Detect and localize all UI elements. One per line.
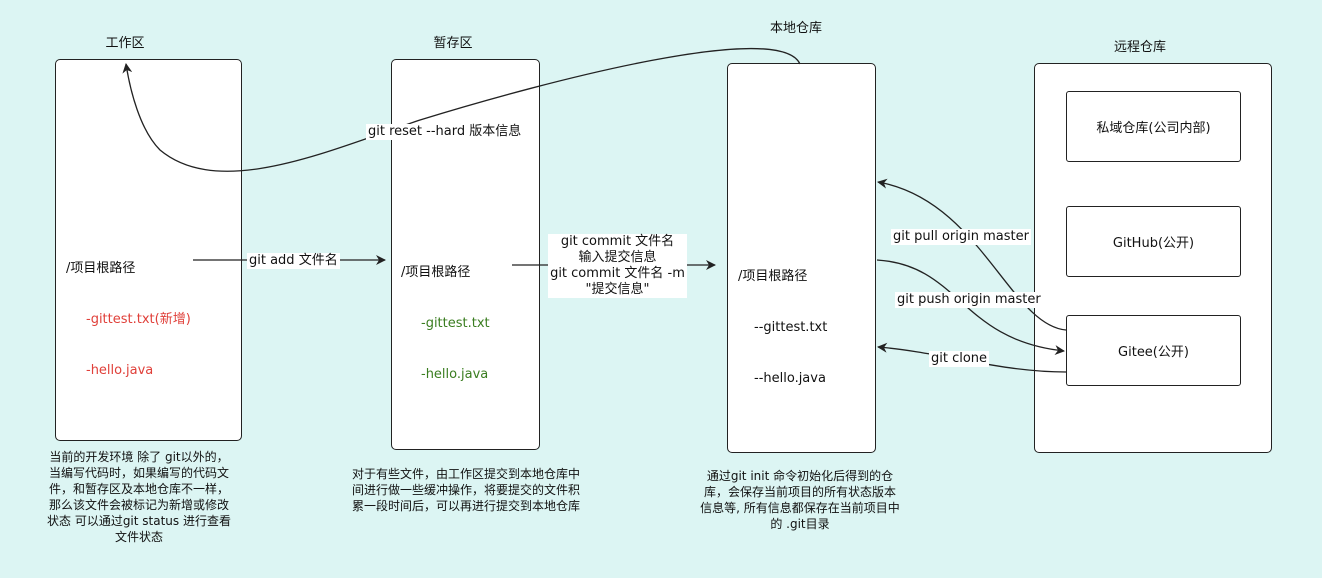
git-pull-arrow (877, 178, 1067, 331)
local-repo-box (727, 63, 876, 453)
github-item[interactable]: GitHub(公开) (1066, 206, 1241, 277)
staging-note: 对于有些文件，由工作区提交到本地仓库中间进行做一些缓冲操作，将要提交的文件积累一… (352, 467, 581, 513)
gitee-label: Gitee(公开) (1118, 345, 1189, 360)
local-repo-title: 本地仓库 (769, 21, 822, 36)
git-commit-line-3: git commit 文件名 -m (550, 266, 685, 281)
workspace-box (55, 59, 242, 441)
private-repo-label: 私域仓库(公司内部) (1096, 121, 1211, 136)
git-reset-arrow (122, 47, 801, 172)
private-repo-item[interactable]: 私域仓库(公司内部) (1066, 91, 1241, 162)
workspace-title: 工作区 (105, 36, 145, 51)
local-repo-path: /项目根路径 --gittest.txt --hello.java (738, 234, 827, 421)
staging-title: 暂存区 (433, 36, 473, 51)
git-pull-label: git pull origin master (891, 229, 1031, 245)
workspace-file-gittest: -gittest.txt(新增) (86, 312, 191, 327)
staging-file-gittest: -gittest.txt (421, 316, 490, 331)
staging-file-hello: -hello.java (421, 367, 489, 382)
github-label: GitHub(公开) (1112, 236, 1195, 251)
git-reset-label: git reset --hard 版本信息 (366, 124, 524, 140)
local-repo-path-root: /项目根路径 (738, 269, 808, 284)
workspace-note: 当前的开发环境 除了 git以外的，当编写代码时，如果编写的代码文件，和暂存区及… (47, 450, 231, 544)
git-push-label: git push origin master (895, 292, 1043, 308)
git-commit-line-2: 输入提交信息 (578, 250, 657, 265)
git-add-label: git add 文件名 (247, 253, 340, 269)
workspace-path: /项目根路径 -gittest.txt(新增) -hello.java (66, 226, 191, 413)
git-commit-line-4: "提交信息" (585, 282, 650, 297)
local-repo-file-gittest: --gittest.txt (754, 320, 828, 335)
workspace-file-hello: -hello.java (86, 363, 154, 378)
git-commit-label: git commit 文件名 输入提交信息 git commit 文件名 -m … (548, 234, 687, 298)
local-repo-file-hello: --hello.java (754, 371, 826, 386)
git-clone-label: git clone (929, 351, 990, 367)
workspace-path-root: /项目根路径 (66, 261, 136, 276)
git-commit-line-1: git commit 文件名 (560, 234, 675, 249)
staging-path-root: /项目根路径 (401, 265, 471, 280)
remote-repo-title: 远程仓库 (1113, 40, 1166, 55)
staging-path: /项目根路径 -gittest.txt -hello.java (401, 230, 490, 417)
gitee-item[interactable]: Gitee(公开) (1066, 315, 1241, 386)
local-repo-note: 通过git init 命令初始化后得到的仓库，会保存当前项目的所有状态版本信息等… (700, 469, 900, 531)
